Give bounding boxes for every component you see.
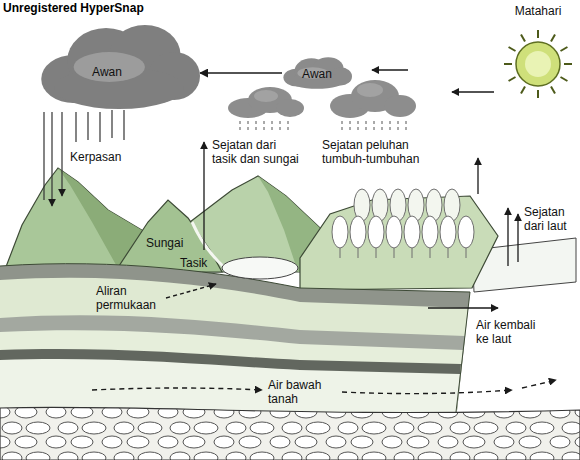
sun-disc [516,42,560,86]
sun-core [525,51,551,77]
sun-ray [561,77,568,81]
rock-layer [0,407,580,460]
drizzle [342,121,343,133]
mountains [4,168,345,272]
process-label: Sejatan dari tasik dan sungai [212,138,302,166]
sun-ray [564,63,572,65]
mountains [115,200,222,272]
small-clouds [384,95,416,117]
cloud-highlight [74,52,145,82]
process-label: Sejatan peluhan tumbuh-tumbuhan [322,138,434,166]
rain [43,112,44,200]
rock-layer [0,407,580,460]
trees [440,216,456,248]
sun-ray [537,30,539,38]
small-clouds [276,99,304,117]
process-label: Aliran permukaan [96,284,162,312]
sun-ray [537,90,539,98]
drizzle [256,121,257,133]
sun-ray [509,77,516,81]
drizzle [288,121,289,133]
ground-layers [0,330,463,420]
cloud-node: Awan [38,22,200,112]
ground-layers [0,278,468,420]
sun-ray [504,63,512,65]
evaporation-arrows [477,158,478,194]
rain [75,112,76,142]
small-clouds [357,83,383,97]
place-label: Tasik [180,256,207,270]
sun-ray [551,87,555,94]
trees [386,216,402,248]
drizzle [390,121,391,133]
trees [332,189,474,258]
process-label: Kerpasan [70,150,121,164]
wind-arrows [372,70,494,92]
drizzle [366,121,367,133]
ground-layers [0,315,465,420]
wind-arrows [452,91,494,93]
rain [44,110,124,206]
place-label: Sungai [146,236,183,250]
process-label: Air bawah tanah [268,378,334,406]
drizzle [374,121,375,133]
water-flow-arrows [92,388,262,390]
sun-ray [509,47,516,51]
water-flow-arrows [522,380,556,388]
sun-ray [561,47,568,51]
lake-river [222,257,298,279]
ground-layers [0,264,470,420]
drizzle [382,121,383,133]
rain [123,110,124,140]
drizzle [240,121,241,133]
watermark: Unregistered HyperSnap [3,1,144,15]
drizzle [350,121,351,133]
drizzle [280,121,281,133]
node-label: Awan [92,65,122,79]
evaporation-arrows [203,142,204,250]
sun-ray [521,35,525,42]
drizzle [358,121,359,133]
node-label: Awan [302,67,332,81]
wind-arrows [372,69,408,71]
drizzle [398,121,399,133]
rain [99,112,100,142]
water-flow-arrows [428,307,498,308]
trees [422,216,438,248]
rain [87,112,88,140]
evaporation-arrows [507,208,508,266]
cloud-node: Awan [282,56,352,90]
drizzle [264,121,265,133]
water-flow-arrows [342,390,512,394]
node-label: Matahari [515,4,562,18]
evaporation-arrows [517,214,518,262]
drizzle [240,121,406,133]
ground-layers [0,264,470,420]
rain [61,112,62,196]
trees [458,216,474,248]
rain [51,112,52,206]
sun-node: Matahari [498,2,578,102]
process-label: Air kembali ke laut [476,318,548,346]
water-flow-arrows [166,284,216,298]
trees [332,216,348,248]
drizzle [272,121,273,133]
process-label: Sejatan dari laut [524,205,576,233]
ground-layers [456,292,470,412]
lake-river [192,222,298,279]
sun-ray [551,35,555,42]
drizzle [406,121,407,133]
sun-ray [521,87,525,94]
flow-arrow [200,72,282,74]
trees [404,216,420,248]
drizzle [248,121,249,133]
rain [111,110,112,138]
trees [368,216,384,248]
small-clouds [254,90,278,102]
water-flow-arrows [92,284,556,394]
trees [350,216,366,248]
